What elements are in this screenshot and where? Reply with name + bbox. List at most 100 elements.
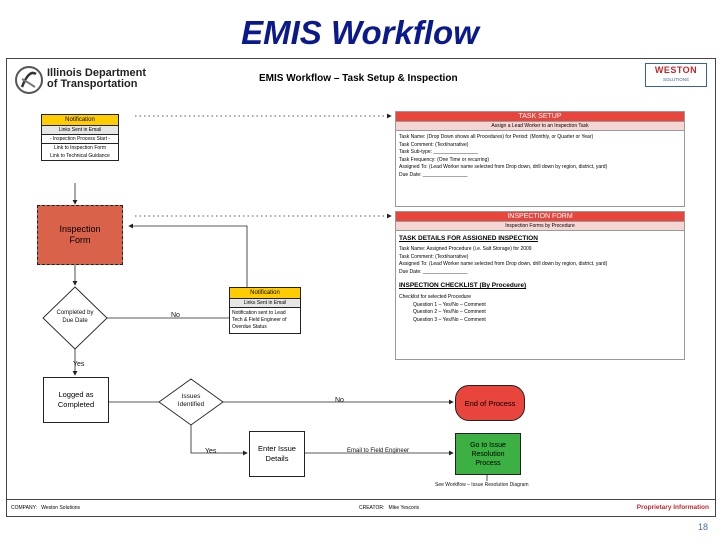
see-workflow-note: See Workflow – Issue Resolution Diagram [435, 482, 529, 488]
row-value[interactable]: (Lead Worker name selected from Drop dow… [428, 164, 608, 170]
enter-issue-line1: Enter Issue [258, 444, 296, 453]
task-setup-row: Task Frequency: (One Time or recurring) [399, 157, 681, 165]
details-row: Assigned To: (Lead Worker name selected … [399, 261, 681, 269]
task-setup-body: Task Name: (Drop Down shows all Procedur… [395, 131, 685, 207]
checklist-intro: Checklist for selected Procedure [399, 294, 471, 300]
row-label: Task Sub-type: [399, 149, 433, 155]
go-issue-line1: Go to Issue [470, 441, 506, 449]
decision-issues-line2: Identified [177, 401, 205, 408]
notification-left-row: Link to Inspection Form [41, 144, 119, 152]
label-yes-issues: Yes [205, 448, 217, 455]
inspection-form-box[interactable]: Inspection Form [37, 205, 123, 265]
label-no-issues: No [335, 397, 344, 404]
idot-line1: Illinois Department [47, 67, 147, 79]
task-setup-row: Task Name: (Drop Down shows all Procedur… [399, 134, 681, 142]
row-value[interactable]: ________________ [422, 171, 468, 178]
notification-mid-row: Links Sent in Email [229, 299, 301, 308]
label-yes-completed: Yes [73, 361, 85, 368]
label-email-field-engineer: Email to Field Engineer [347, 448, 410, 454]
task-setup-row: Due Date: ________________ [399, 172, 681, 180]
task-setup-row: Task Comment: (Text/narrative) [399, 142, 681, 150]
decision-completed-line2: Due Date [62, 318, 88, 324]
row-label: Due Date: [399, 268, 422, 275]
footer-company-label: COMPANY: [11, 505, 38, 511]
row-label: Assigned To: [399, 164, 428, 170]
task-setup-row: Assigned To: (Lead Worker name selected … [399, 164, 681, 172]
row-label: Due Date: [399, 171, 422, 178]
idot-logo-text: Illinois Department of Transportation [47, 68, 146, 90]
footer-creator-label: CREATOR: [359, 505, 385, 511]
notification-left-row: Link to Technical Guidance [41, 152, 119, 161]
task-setup-sub: Assign a Lead Worker to an Inspection Ta… [395, 122, 685, 131]
inspection-panel-body: TASK DETAILS FOR ASSIGNED INSPECTION Tas… [395, 231, 685, 360]
row-value: (Lead Worker name selected from Drop dow… [428, 261, 608, 267]
notification-mid: Notification Links Sent in Email Notific… [229, 287, 301, 334]
checklist-question[interactable]: Question 3 – Yes/No – Comment [413, 316, 486, 323]
inspection-panel-header: INSPECTION FORM [395, 211, 685, 222]
decision-completed-shape [42, 286, 108, 350]
footer-creator-value: Mike Yescoris [388, 505, 420, 511]
notification-left-header: Notification [41, 114, 119, 126]
footer-creator: CREATOR: Mike Yescoris [359, 505, 419, 511]
details-row: Due Date: ________________ [399, 269, 681, 277]
inspection-form-line1: Inspection [59, 224, 101, 234]
decision-issues: Issues Identified [163, 393, 219, 409]
task-setup-row: Task Sub-type: ________________ [399, 149, 681, 157]
notification-left: Notification Links Sent in Email - Inspe… [41, 114, 119, 161]
logged-line1: Logged as [58, 390, 94, 399]
enter-issue-details-box[interactable]: Enter Issue Details [249, 431, 305, 477]
row-value[interactable]: (Text/narrative) [435, 141, 469, 148]
checklist-question[interactable]: Question 1 – Yes/No – Comment [413, 301, 486, 308]
row-label: Task Comment: [399, 141, 434, 148]
task-details-title: TASK DETAILS FOR ASSIGNED INSPECTION [399, 235, 538, 242]
notification-mid-note-line: Notification sent to Lead [232, 310, 286, 316]
notification-mid-note-line: Tech & Field Engineer of [232, 317, 287, 323]
weston-logo-text: WESTON [654, 65, 698, 75]
row-label: Task Name: [399, 246, 426, 252]
go-issue-line3: Process [475, 459, 501, 467]
diagram-footer: COMPANY: Weston Solutions CREATOR: Mike … [7, 499, 715, 516]
row-value[interactable]: ________________ [433, 149, 478, 155]
diagram-frame: Illinois Department of Transportation EM… [6, 58, 716, 517]
logged-completed-box: Logged as Completed [43, 377, 109, 423]
footer-company: COMPANY: Weston Solutions [11, 505, 80, 511]
details-row: Task Comment: (Text/narrative) [399, 254, 681, 262]
inspection-form-line2: Form [69, 235, 91, 245]
row-value: ________________ [422, 268, 468, 275]
notification-left-row: - Inspection Process Start - [41, 135, 119, 144]
decision-completed-line1: Completed by [56, 310, 94, 316]
task-setup-panel: TASK SETUP Assign a Lead Worker to an In… [395, 111, 685, 207]
connector-lines [42, 113, 488, 481]
go-issue-line2: Resolution [471, 450, 505, 458]
end-of-process: End of Process [455, 385, 525, 421]
row-label: Task Comment: [399, 253, 434, 260]
details-row: Task Name: Assigned Procedure (i.e. Salt… [399, 246, 681, 254]
weston-logo: WESTON SOLUTIONS [645, 63, 707, 87]
row-value[interactable]: (Drop Down shows all Procedures) for Per… [426, 134, 594, 140]
idot-line2: of Transportation [47, 78, 138, 90]
inspection-panel-sub: Inspection Forms by Procedure [395, 222, 685, 231]
notification-mid-note-line: Overdue Status [232, 324, 267, 330]
page-number: 18 [697, 522, 708, 532]
row-value: Assigned Procedure (i.e. Salt Storage) f… [426, 246, 532, 252]
decision-issues-line1: Issues [181, 393, 201, 400]
slide-title: EMIS Workflow [241, 14, 479, 51]
label-no-overdue: No [171, 312, 180, 319]
idot-logo-icon [15, 66, 43, 94]
checklist-question[interactable]: Question 2 – Yes/No – Comment [413, 309, 486, 315]
go-issue-resolution-box[interactable]: Go to Issue Resolution Process [455, 433, 521, 475]
row-label: Task Name: [399, 134, 426, 140]
notification-mid-note: Notification sent to Lead Tech & Field E… [229, 308, 301, 334]
enter-issue-line2: Details [265, 454, 289, 463]
decision-issues-shape [158, 378, 224, 426]
footer-company-value: Weston Solutions [41, 505, 81, 511]
row-value: (Text/narrative) [435, 253, 469, 260]
inspection-form-panel: INSPECTION FORM Inspection Forms by Proc… [395, 211, 685, 360]
row-label: Task Frequency: [399, 156, 436, 163]
notification-left-row: Links Sent in Email [41, 126, 119, 135]
diagram-title: EMIS Workflow – Task Setup & Inspection [259, 73, 458, 84]
checklist-title: INSPECTION CHECKLIST (By Procedure) [399, 282, 527, 289]
notification-mid-header: Notification [229, 287, 301, 299]
row-value[interactable]: (One Time or recurring) [437, 156, 490, 163]
decision-completed: Completed by Due Date [45, 309, 105, 325]
